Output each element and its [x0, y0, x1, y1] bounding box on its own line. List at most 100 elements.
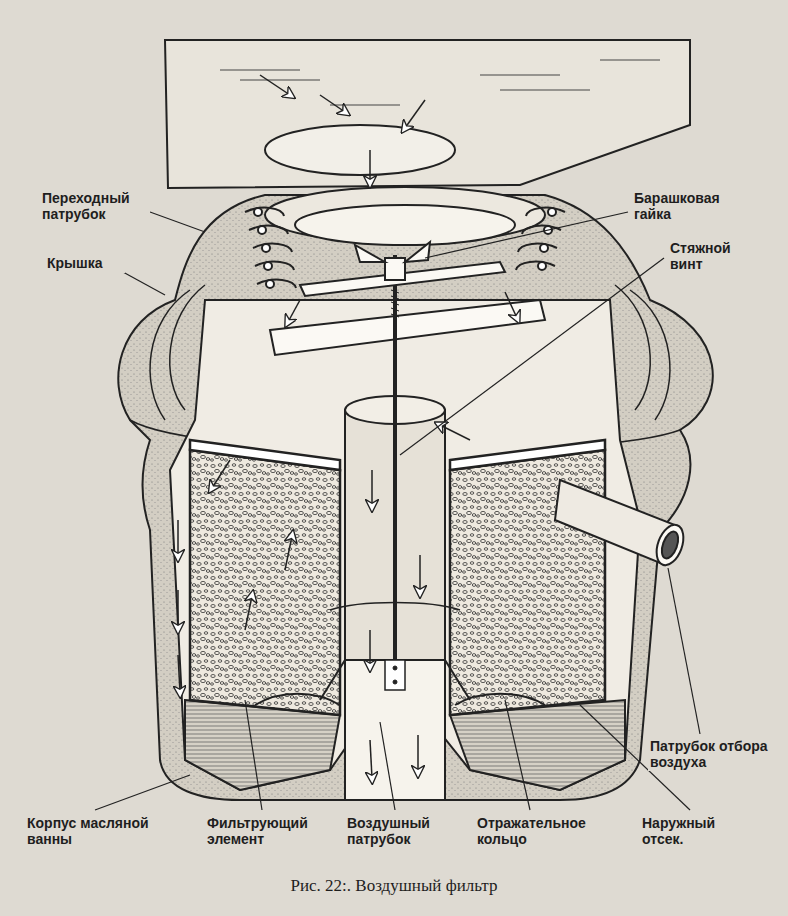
part-label: Фильтрующий элемент	[205, 815, 317, 848]
part-label: Крышка	[45, 255, 125, 273]
central-air-tube	[345, 660, 445, 800]
tie-screw	[385, 660, 405, 690]
spring-coil	[518, 244, 557, 252]
flow-arrow	[371, 470, 373, 506]
wing-nut	[355, 245, 385, 262]
part-label: Корпус масляной ванны	[25, 815, 157, 848]
leader-line	[505, 700, 530, 810]
flow-arrow	[245, 596, 252, 630]
air-duct	[240, 80, 320, 81]
part-label: Барашковая гайка	[632, 190, 742, 223]
air-duct	[500, 90, 590, 91]
flow-arrow	[212, 460, 230, 488]
leader-line	[150, 212, 205, 232]
tie-screw	[391, 302, 399, 305]
filter-housing	[615, 285, 650, 410]
tie-screw	[391, 290, 399, 293]
flow-arrow	[178, 655, 180, 692]
figure-caption: Рис. 22:. Воздушный фильтр	[0, 876, 788, 896]
air-duct	[220, 60, 660, 105]
wing-nut	[405, 242, 430, 262]
reflector-ring	[255, 694, 340, 705]
tie-screw	[391, 290, 399, 317]
tie-screw	[391, 296, 399, 299]
part-label: Стяжной винт	[668, 240, 768, 273]
leader-line	[245, 700, 262, 810]
part-label: Воздушный патрубок	[345, 815, 450, 848]
leader-line	[95, 212, 700, 810]
flow-arrow	[320, 95, 345, 112]
flow-arrow	[419, 555, 421, 592]
flow-arrow	[417, 735, 419, 772]
spring-coil	[249, 226, 288, 234]
flow-arrow	[178, 75, 517, 778]
filter-element	[190, 450, 340, 715]
flow-arrow	[260, 75, 290, 95]
air-duct	[265, 125, 455, 175]
spring-coil	[526, 208, 565, 216]
filter-housing	[118, 195, 713, 800]
filter-element	[190, 440, 340, 470]
spring-coil	[258, 226, 266, 234]
leader-line	[380, 722, 395, 810]
air-take-off-pipe	[652, 521, 689, 569]
spring-coil	[538, 262, 546, 270]
part-label: Переходный патрубок	[40, 190, 150, 223]
spring-coil	[266, 280, 274, 288]
wing-nut	[385, 258, 405, 280]
flow-arrow	[177, 520, 179, 556]
spring-coil	[255, 262, 294, 270]
flow-arrow	[370, 740, 372, 778]
part-label: Патрубок отбора воздуха	[648, 738, 780, 771]
spring-coil	[257, 280, 296, 288]
spring-coil	[254, 208, 262, 216]
tie-screw	[393, 255, 397, 690]
part-label: Отражательное кольцо	[475, 815, 600, 848]
spring-coil	[548, 208, 556, 216]
part-label: Наружный отсек.	[640, 815, 750, 848]
leader-line	[400, 258, 664, 455]
spring-coil	[262, 244, 270, 252]
leader-line	[668, 568, 700, 734]
reflector-ring	[455, 694, 545, 705]
flow-arrow	[440, 425, 470, 440]
cutaway-interior	[295, 205, 515, 245]
spring-coil	[516, 262, 555, 270]
flow-arrow	[177, 590, 179, 628]
flow-arrow	[288, 300, 300, 322]
tie-screw	[391, 314, 399, 317]
spring-coil	[540, 244, 548, 252]
deflector-plate	[270, 300, 545, 355]
tie-screw	[385, 255, 405, 690]
filter-element	[450, 440, 605, 470]
air-duct	[480, 75, 560, 76]
tie-screw	[393, 680, 397, 684]
air-duct	[600, 60, 660, 61]
spring-coil	[253, 244, 292, 252]
spring-coil	[245, 208, 565, 288]
flow-arrow	[369, 630, 371, 666]
air-duct	[165, 40, 690, 188]
leader-line	[95, 775, 190, 810]
spring-coil	[522, 226, 561, 234]
wing-nut	[300, 242, 505, 296]
tie-screw	[391, 308, 399, 311]
leader-line	[425, 212, 628, 258]
air-take-off-pipe	[555, 480, 688, 569]
reflector-ring	[255, 694, 545, 705]
flow-arrow	[405, 100, 425, 128]
air-take-off-pipe	[659, 529, 682, 560]
spring-coil	[245, 208, 284, 216]
flow-arrow	[505, 292, 517, 318]
air-duct	[165, 40, 690, 188]
flow-arrow	[369, 150, 371, 182]
filter-housing	[118, 195, 713, 800]
spring-coil	[264, 262, 272, 270]
flow-arrow	[285, 536, 292, 570]
air-duct	[220, 70, 300, 71]
tie-screw	[393, 666, 397, 670]
central-air-tube	[320, 660, 470, 700]
deflector-plate	[270, 300, 545, 355]
